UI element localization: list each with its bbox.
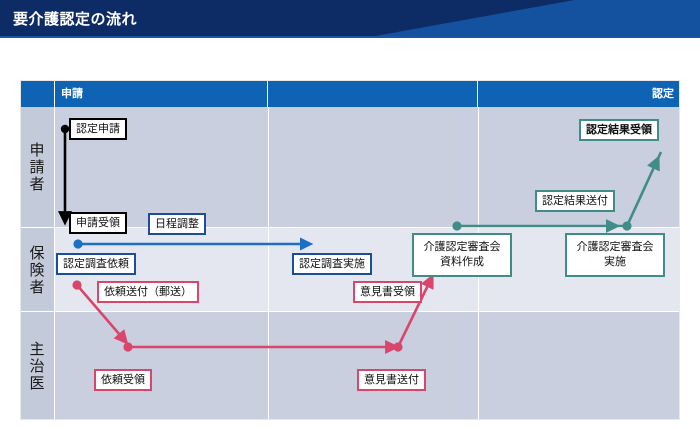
flow-arrow-layer (57, 124, 663, 355)
node-opinion-received[interactable]: 意見書受領 (353, 281, 422, 303)
column-separator (268, 228, 269, 312)
column-separator (268, 107, 269, 228)
page-title: 要介護認定の流れ (13, 10, 138, 28)
lane-divider (20, 227, 680, 228)
node-survey-execute[interactable]: 認定調査実施 (292, 253, 372, 275)
arrow-result-send (625, 151, 663, 227)
node-review-board-held-line2: 実施 (604, 255, 626, 268)
node-review-material-prep-line1: 介護認定審査会 (423, 240, 501, 254)
lane-divider (20, 311, 680, 312)
column-separator (478, 312, 479, 420)
node-application-receipt[interactable]: 申請受領 (69, 212, 127, 234)
node-opinion-sent[interactable]: 意見書送付 (357, 369, 426, 391)
column-separator (268, 312, 269, 420)
lane-doctor: 主治医 (20, 312, 680, 420)
header-cell-certify: 認定 (478, 80, 680, 107)
lane-applicant: 申請者 (20, 107, 680, 228)
node-schedule-adjustment[interactable]: 日程調整 (148, 213, 206, 235)
lane-band (55, 312, 680, 420)
arrow-opinion-return (396, 273, 434, 348)
column-separator (478, 107, 479, 228)
lane-doctor-body (55, 312, 680, 420)
lane-label-applicant-text: 申請者 (27, 142, 46, 193)
node-review-material-prep[interactable]: 介護認定審査会 資料作成 (412, 233, 512, 277)
lane-label-insurer: 保険者 (20, 228, 55, 312)
lane-label-doctor-text: 主治医 (27, 340, 46, 392)
arrow-opinion-request (72, 280, 129, 345)
arrow-review-prepare (452, 218, 632, 234)
lane-label-doctor: 主治医 (20, 312, 55, 420)
arrow-opinion-transit (123, 339, 403, 355)
header-cell-apply: 申請 (55, 80, 268, 107)
node-request-mailed[interactable]: 依頼送付（郵送） (97, 281, 199, 303)
header-label-apply: 申請 (61, 87, 83, 100)
header-cell-middle (268, 80, 478, 107)
node-survey-request[interactable]: 認定調査依頼 (56, 253, 136, 275)
node-review-board-held[interactable]: 介護認定審査会 実施 (565, 233, 665, 277)
node-result-received[interactable]: 認定結果受領 (579, 119, 659, 141)
node-certification-application[interactable]: 認定申請 (69, 118, 127, 140)
node-request-received[interactable]: 依頼受領 (94, 369, 152, 391)
lane-label-insurer-text: 保険者 (27, 244, 46, 296)
lane-label-applicant: 申請者 (20, 107, 55, 228)
arrow-application-submit (57, 124, 73, 226)
swimlane-chart: 申請 認定 申請者 (20, 80, 680, 420)
node-review-material-prep-line2: 資料作成 (440, 255, 484, 268)
chart-header-row: 申請 認定 (20, 80, 680, 107)
banner-underline (0, 36, 700, 38)
title-banner: 要介護認定の流れ (0, 0, 700, 37)
arrow-survey-request (73, 237, 314, 251)
node-review-board-held-line1: 介護認定審査会 (576, 240, 654, 254)
node-result-sent[interactable]: 認定結果送付 (535, 190, 615, 212)
banner-diagonal-accent (370, 0, 700, 37)
header-corner-cell (20, 80, 55, 107)
header-label-certify: 認定 (652, 87, 674, 100)
